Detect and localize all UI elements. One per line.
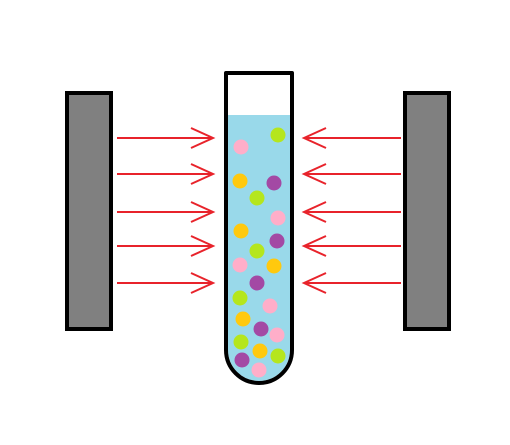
particles-group: [232, 127, 286, 378]
particle-9: [249, 243, 265, 259]
arrow-right-5: [301, 272, 401, 294]
particle-18: [233, 334, 249, 350]
particle-11: [266, 258, 282, 274]
particle-1: [270, 127, 286, 143]
arrows-left-group: [117, 127, 216, 294]
arrows-right-group: [301, 127, 401, 294]
particle-15: [235, 311, 251, 327]
particle-21: [270, 348, 286, 364]
arrow-left-2: [117, 163, 216, 185]
particle-14: [232, 290, 248, 306]
particle-13: [262, 298, 278, 314]
particle-2: [233, 139, 249, 155]
particle-17: [269, 327, 285, 343]
particle-5: [249, 190, 265, 206]
left-plate: [65, 91, 113, 331]
particle-6: [270, 210, 286, 226]
arrow-left-4: [117, 235, 216, 257]
arrow-left-1: [117, 127, 216, 149]
arrow-left-5: [117, 272, 216, 294]
particle-20: [234, 352, 250, 368]
particle-19: [252, 343, 268, 359]
arrow-right-3: [301, 201, 401, 223]
arrow-right-1: [301, 127, 401, 149]
particle-7: [233, 223, 249, 239]
arrow-right-4: [301, 235, 401, 257]
particle-3: [232, 173, 248, 189]
test-tube: [224, 71, 294, 385]
arrow-left-3: [117, 201, 216, 223]
particle-16: [253, 321, 269, 337]
particle-12: [249, 275, 265, 291]
test-tube-outline: [224, 71, 294, 385]
arrow-right-2: [301, 163, 401, 185]
particle-22: [251, 362, 267, 378]
right-plate: [403, 91, 451, 331]
particle-8: [269, 233, 285, 249]
particle-10: [232, 257, 248, 273]
particle-4: [266, 175, 282, 191]
